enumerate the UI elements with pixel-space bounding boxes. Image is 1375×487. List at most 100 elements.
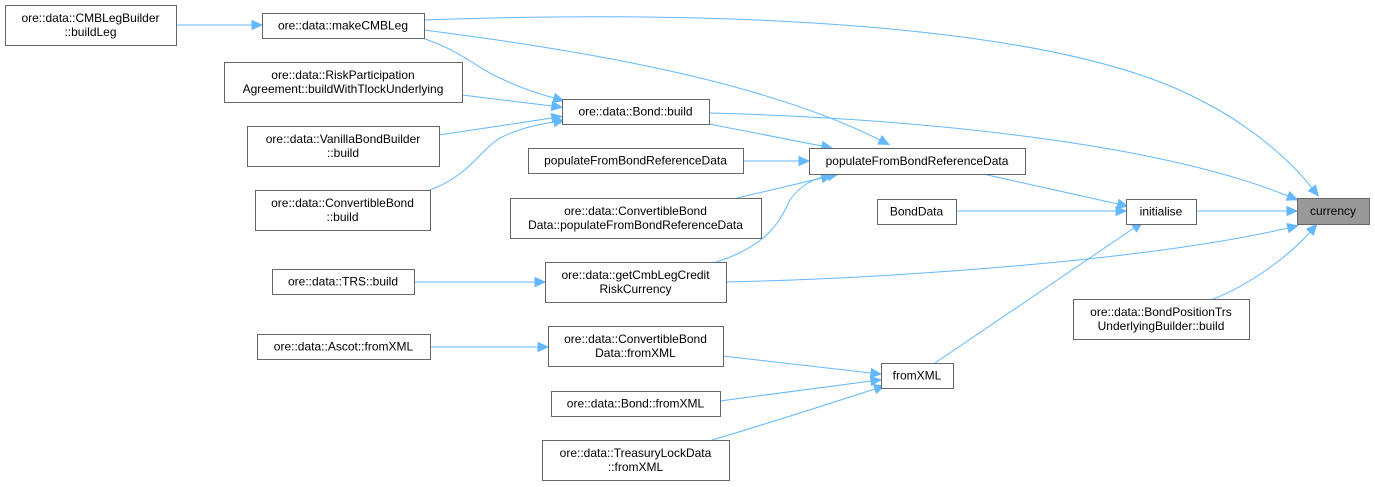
node-box[interactable] — [255, 190, 431, 231]
edge-bondpositiontrs-to-currency — [1212, 223, 1318, 300]
node-label: ore::data::ConvertibleBond — [564, 332, 707, 346]
node-label: currency — [1310, 204, 1356, 218]
edge-convbonddata-fromxml-to-fromxml — [722, 355, 883, 379]
node-populate-left[interactable]: populateFromBondReferenceData — [528, 148, 744, 174]
node-box[interactable] — [548, 326, 724, 367]
arrowhead-icon — [550, 100, 564, 112]
edge-line — [719, 380, 872, 402]
edge-bond-fromxml-to-fromxml — [719, 375, 883, 402]
node-label: ::build — [327, 146, 359, 160]
edge-convbonddata-populate-to-populate-center — [736, 172, 833, 199]
edge-line — [421, 37, 555, 99]
arrowhead-icon — [552, 92, 565, 103]
node-cmblegbuilder[interactable]: ore::data::CMBLegBuilder::buildLeg — [5, 5, 177, 46]
arrowhead-icon — [534, 276, 547, 288]
node-label: populateFromBondReferenceData — [826, 154, 1009, 168]
edge-line — [736, 177, 823, 199]
node-label: ore::data::Bond::fromXML — [567, 397, 705, 411]
node-box[interactable] — [1126, 199, 1197, 225]
edge-makecmbleg-to-bond-build — [421, 37, 565, 103]
node-bondpositiontrs[interactable]: ore::data::BondPositionTrsUnderlyingBuil… — [1073, 299, 1250, 340]
node-label: ore::data::ConvertibleBond — [564, 204, 707, 218]
node-label: ore::data::Bond::build — [578, 105, 692, 119]
node-box[interactable] — [5, 5, 177, 46]
edge-convertiblebond-build-to-bond-build — [429, 116, 566, 191]
node-box[interactable] — [272, 269, 415, 295]
node-label: ore::data::TRS::build — [288, 275, 398, 289]
edge-treasurylock-fromxml-to-fromxml — [711, 384, 886, 441]
node-box[interactable] — [528, 148, 744, 174]
node-label: ::build — [326, 210, 358, 224]
node-label: ::fromXML — [608, 460, 664, 474]
edge-line — [438, 117, 553, 136]
edge-getcmblegcredit-to-currency — [725, 222, 1299, 283]
node-box[interactable] — [224, 62, 463, 103]
edge-line — [423, 29, 881, 141]
node-bonddata[interactable]: BondData — [877, 199, 957, 225]
node-box[interactable] — [542, 440, 730, 481]
arrowhead-icon — [1285, 190, 1299, 201]
arrowhead-icon — [1115, 205, 1128, 217]
arrowhead-icon — [552, 116, 566, 128]
node-label: Data::fromXML — [595, 346, 676, 360]
node-box[interactable] — [257, 334, 431, 360]
arrowhead-icon — [1286, 205, 1299, 217]
node-box[interactable] — [1073, 299, 1250, 340]
node-bond-build[interactable]: ore::data::Bond::build — [562, 99, 710, 125]
edge-line — [423, 16, 1313, 189]
node-box[interactable] — [247, 126, 440, 167]
edge-makecmbleg-to-populate-center — [423, 29, 891, 145]
node-label: ore::data::TreasuryLockData — [560, 446, 712, 460]
node-box[interactable] — [545, 262, 727, 303]
node-box[interactable] — [809, 148, 1026, 175]
node-label: BondData — [890, 205, 944, 219]
node-box[interactable] — [881, 363, 954, 389]
edge-fromxml-to-initialise — [934, 221, 1144, 364]
focus-node-box[interactable] — [1297, 198, 1370, 225]
node-vanillabondbuilder[interactable]: ore::data::VanillaBondBuilder::build — [247, 126, 440, 167]
node-label: ore::data::VanillaBondBuilder — [266, 132, 421, 146]
node-label: populateFromBondReferenceData — [544, 154, 727, 168]
node-riskparticipation[interactable]: ore::data::RiskParticipationAgreement::b… — [224, 62, 463, 103]
edge-trs-build-to-getcmblegcredit — [414, 276, 547, 288]
node-label: ore::data::RiskParticipation — [271, 68, 414, 82]
arrowhead-icon — [869, 367, 883, 379]
node-populate-center[interactable]: populateFromBondReferenceData — [809, 148, 1026, 175]
edge-line — [722, 355, 872, 374]
node-box[interactable] — [562, 99, 710, 125]
edge-line — [934, 227, 1135, 364]
node-label: RiskCurrency — [599, 282, 671, 296]
node-convbonddata-populate[interactable]: ore::data::ConvertibleBondData::populate… — [510, 198, 762, 239]
arrowhead-icon — [1116, 198, 1129, 210]
node-trs-build[interactable]: ore::data::TRS::build — [272, 269, 415, 295]
edge-line — [982, 173, 1119, 205]
node-label: initialise — [1140, 205, 1183, 219]
arrowhead-icon — [869, 375, 883, 387]
node-currency[interactable]: currency — [1297, 198, 1370, 225]
edge-line — [429, 121, 555, 191]
arrowhead-icon — [877, 135, 891, 145]
node-fromxml[interactable]: fromXML — [881, 363, 954, 389]
node-ascot-fromxml[interactable]: ore::data::Ascot::fromXML — [257, 334, 431, 360]
node-label: fromXML — [893, 369, 942, 383]
edge-line — [725, 227, 1289, 283]
node-makecmbleg[interactable]: ore::data::makeCMBLeg — [262, 13, 425, 39]
node-bond-fromxml[interactable]: ore::data::Bond::fromXML — [551, 391, 721, 417]
node-treasurylock-fromxml[interactable]: ore::data::TreasuryLockData::fromXML — [542, 440, 730, 481]
node-convertiblebond-build[interactable]: ore::data::ConvertibleBond::build — [255, 190, 431, 231]
node-label: ::buildLeg — [64, 25, 116, 39]
node-box[interactable] — [510, 198, 762, 239]
node-box[interactable] — [551, 391, 721, 417]
edge-riskparticipation-to-bond-build — [461, 94, 564, 112]
edge-line — [708, 112, 1289, 197]
node-initialise[interactable]: initialise — [1126, 199, 1197, 225]
edge-ascot-fromxml-to-convbonddata-fromxml — [430, 341, 550, 353]
node-label: ore::data::ConvertibleBond — [271, 196, 414, 210]
edge-vanillabondbuilder-to-bond-build — [438, 112, 564, 136]
node-box[interactable] — [262, 13, 425, 39]
edge-cmblegbuilder-to-makecmbleg — [176, 19, 264, 31]
node-box[interactable] — [877, 199, 957, 225]
